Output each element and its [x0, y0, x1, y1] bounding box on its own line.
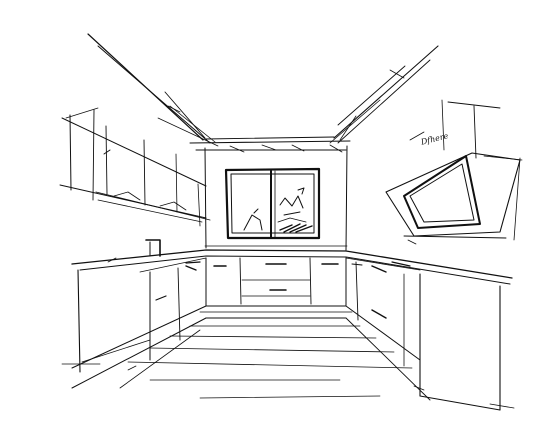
countertops [71, 239, 513, 285]
right-hood [385, 99, 523, 245]
back-wall [204, 145, 348, 251]
left-lower-cabinets [61, 265, 207, 373]
back-lower-cabinets [199, 257, 353, 313]
floor-lines [71, 317, 431, 401]
left-upper-cabinets [59, 107, 211, 227]
window [224, 167, 321, 240]
right-lower-cabinets [345, 261, 515, 411]
ceiling-lines [87, 33, 439, 153]
